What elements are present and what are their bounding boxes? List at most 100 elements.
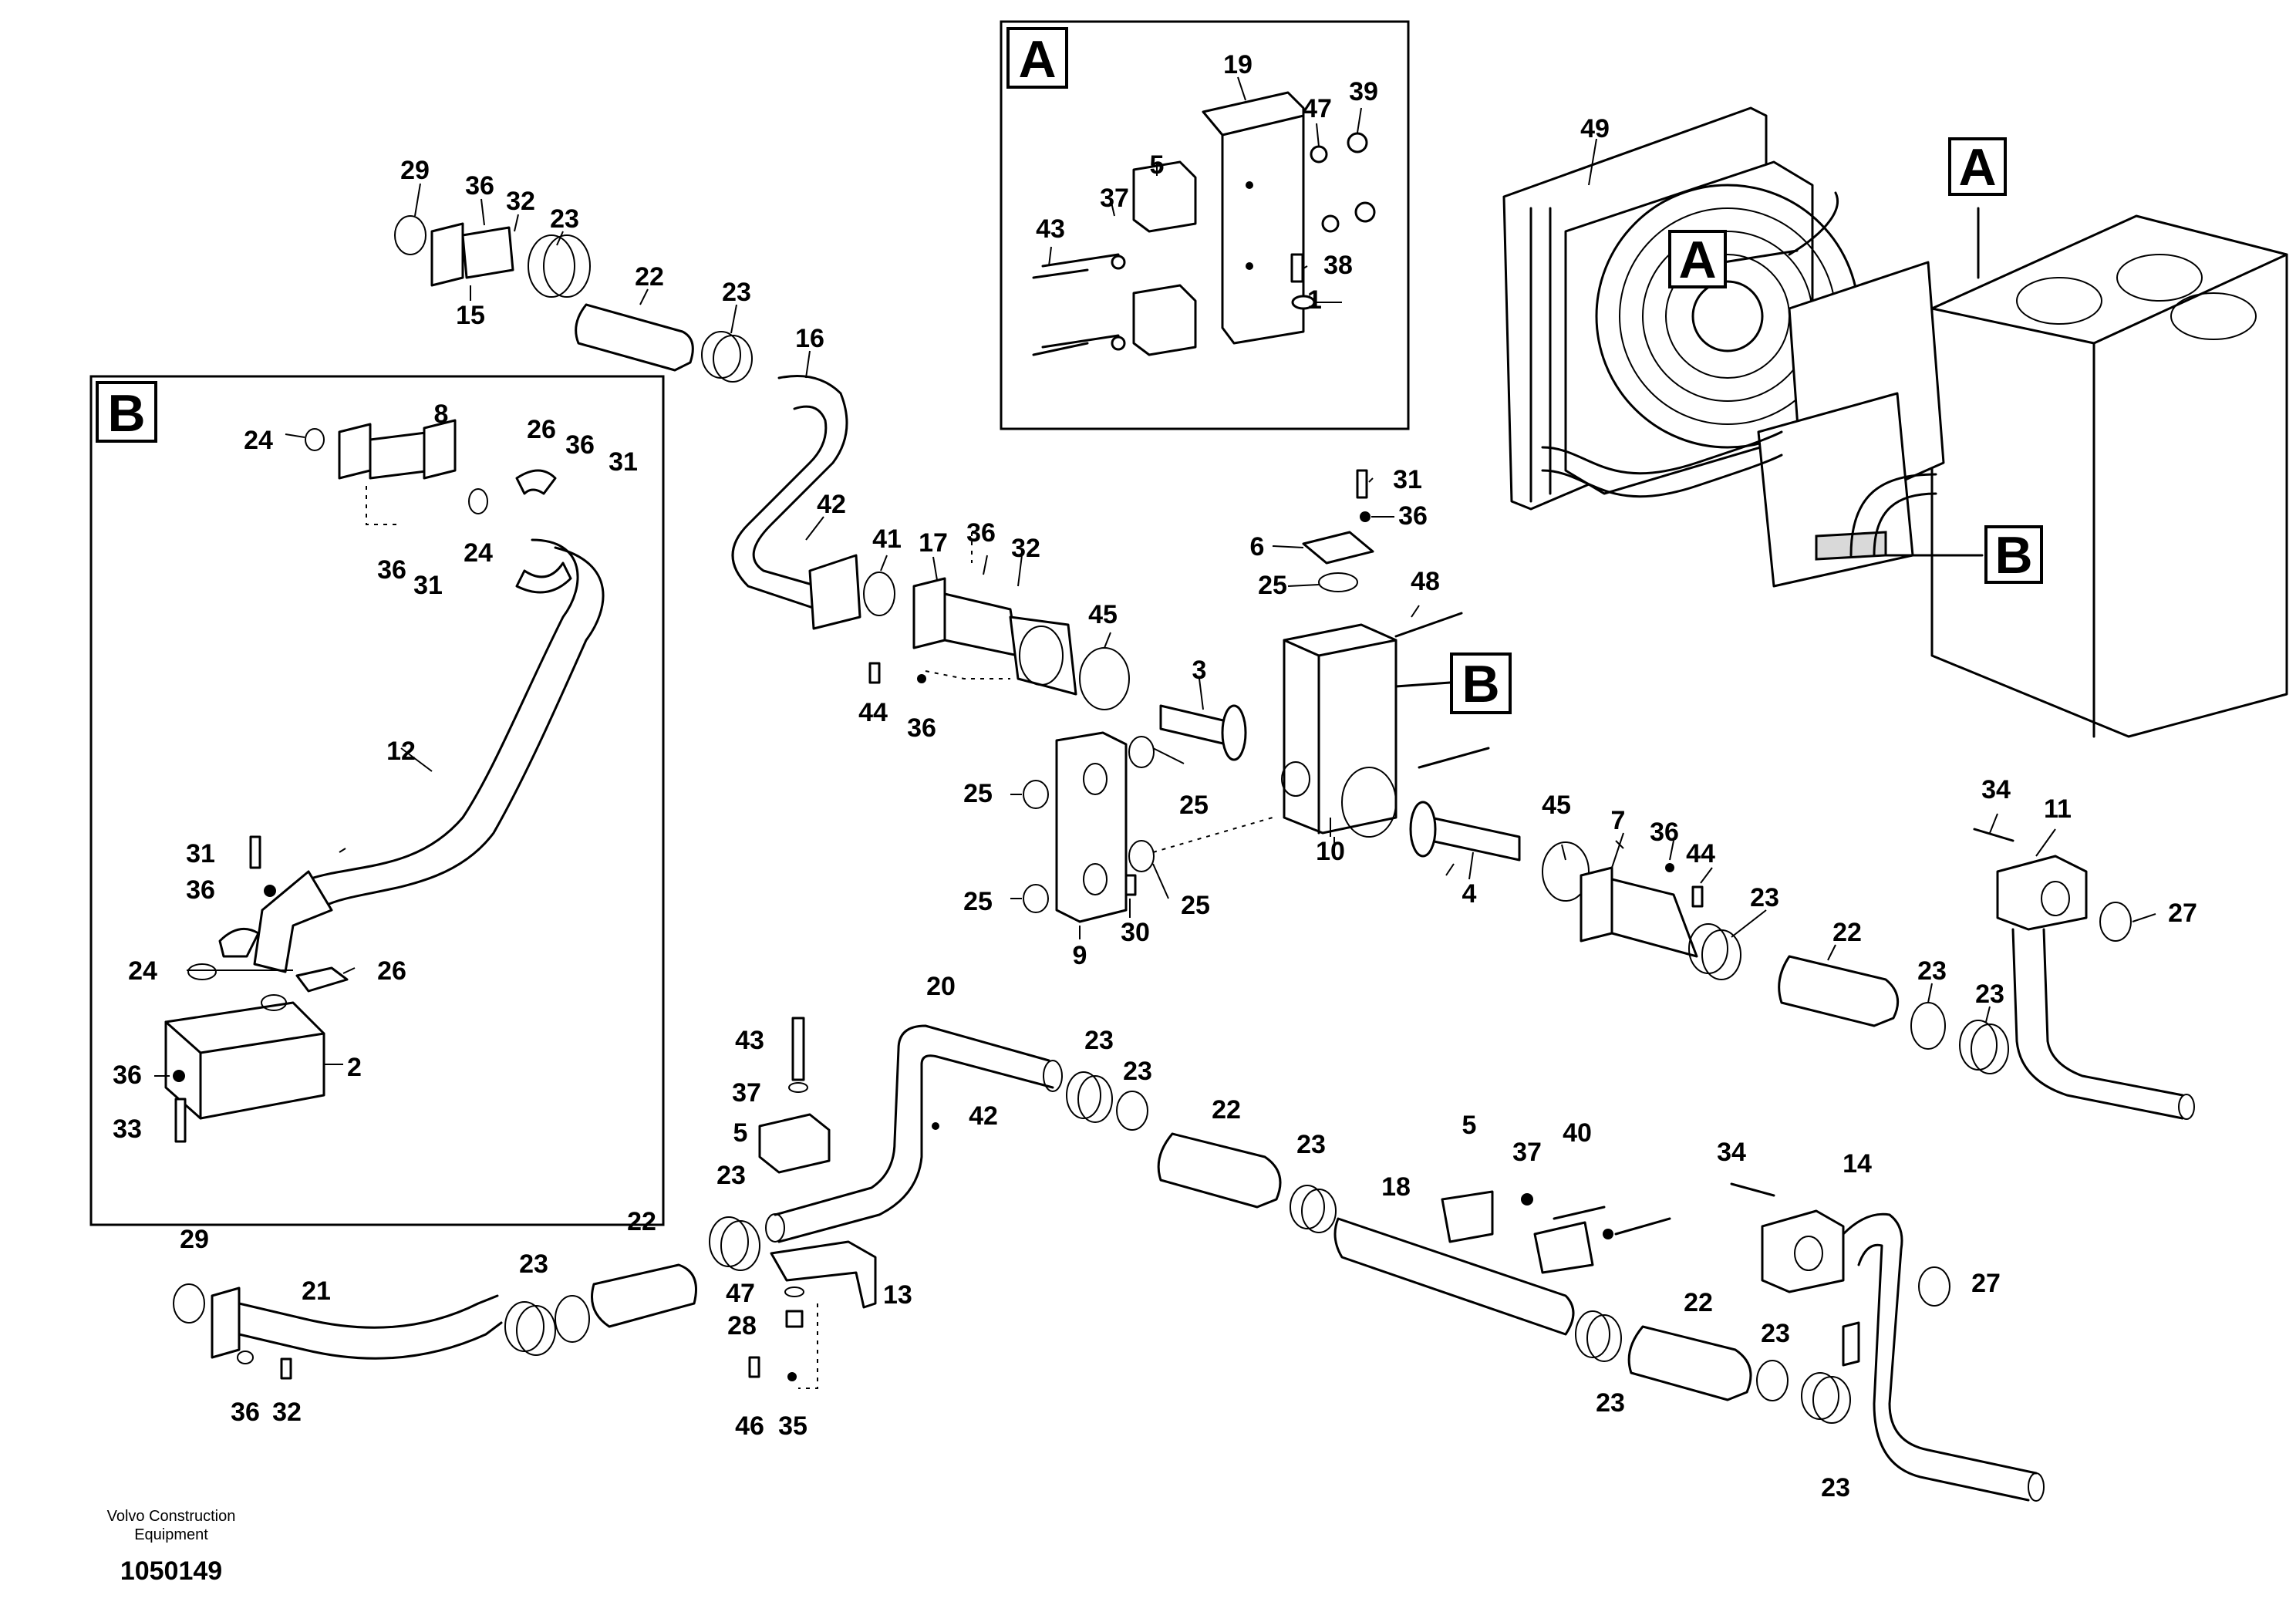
label-13: 13 (883, 1280, 912, 1310)
label-47-detail: 47 (1303, 94, 1332, 123)
label-46: 46 (735, 1411, 764, 1441)
label-25-a: 25 (1258, 571, 1287, 600)
label-4: 4 (1462, 879, 1477, 909)
label-45-left: 45 (1088, 600, 1118, 629)
label-10: 10 (1316, 837, 1345, 866)
label-28: 28 (727, 1311, 757, 1340)
label-37-detail: 37 (1100, 184, 1129, 213)
label-32-low: 32 (272, 1398, 302, 1427)
label-20: 20 (926, 972, 956, 1001)
label-35: 35 (778, 1411, 807, 1441)
label-14: 14 (1843, 1149, 1872, 1179)
label-5-lower: 5 (733, 1118, 748, 1148)
label-22-top: 22 (635, 262, 664, 292)
label-32-top: 32 (506, 187, 535, 216)
label-5-detail: 5 (1150, 150, 1165, 180)
label-31-b-mid: 31 (413, 571, 443, 600)
label-22-lower-left: 22 (627, 1207, 656, 1236)
label-25-b: 25 (963, 779, 993, 808)
label-2: 2 (347, 1053, 362, 1082)
detail-panel-a: A (1000, 20, 1410, 430)
label-43-detail: 43 (1036, 214, 1065, 244)
label-31-cover: 31 (1393, 465, 1422, 494)
label-23-k: 23 (1596, 1388, 1625, 1418)
label-22-lower-mid: 22 (1212, 1095, 1241, 1125)
part-labels: 1 2 3 4 5 5 5 6 7 8 9 10 11 12 13 14 15 … (113, 50, 2197, 1502)
label-23-a: 23 (550, 204, 579, 234)
label-36-top: 36 (465, 171, 494, 201)
machine-callout-a-right: A (1958, 138, 1996, 197)
label-23-l: 23 (1761, 1319, 1790, 1348)
label-12: 12 (386, 737, 416, 766)
detail-a-title: A (1018, 30, 1056, 89)
label-23-m: 23 (1821, 1473, 1850, 1502)
label-30: 30 (1121, 918, 1150, 947)
label-23-d: 23 (1917, 956, 1947, 986)
label-29-top: 29 (400, 156, 430, 185)
label-8: 8 (434, 400, 449, 429)
label-47-lower: 47 (726, 1279, 755, 1308)
machine-assembly: A A B (1502, 106, 2288, 738)
upper-pipe-run: B (394, 215, 2195, 1120)
label-38: 38 (1323, 251, 1353, 280)
label-15: 15 (456, 301, 485, 330)
label-36-b-low: 36 (186, 875, 215, 905)
label-31-b-low: 31 (186, 839, 215, 868)
label-22-lower-right: 22 (1684, 1288, 1713, 1317)
label-25-e: 25 (1181, 891, 1210, 920)
machine-callout-a-left: A (1678, 231, 1716, 289)
label-19: 19 (1223, 50, 1253, 79)
label-36-right: 36 (1650, 818, 1679, 847)
label-23-c: 23 (1750, 883, 1779, 912)
detail-panel-b: B (89, 375, 665, 1226)
footer: Volvo Construction Equipment 1050149 (107, 1508, 236, 1586)
label-23-j: 23 (1296, 1130, 1326, 1159)
label-32-mid: 32 (1011, 534, 1040, 563)
block-callout-b: B (1462, 655, 1499, 713)
label-18: 18 (1381, 1172, 1411, 1202)
lower-pipe-run (173, 1017, 2045, 1502)
label-44-right: 44 (1686, 839, 1715, 868)
label-17: 17 (919, 528, 948, 558)
label-25-d: 25 (963, 887, 993, 916)
label-36-b-mid: 36 (377, 555, 406, 585)
label-1: 1 (1307, 285, 1322, 315)
leader-lines (154, 76, 2156, 1077)
label-27-top: 27 (2168, 899, 2197, 928)
detail-b-title: B (107, 384, 145, 443)
brand-line-2: Equipment (134, 1526, 208, 1543)
label-36-mid: 36 (966, 518, 996, 548)
label-29-low: 29 (180, 1225, 209, 1254)
label-25-c: 25 (1179, 791, 1209, 820)
label-36-low: 36 (231, 1398, 260, 1427)
label-49: 49 (1580, 114, 1610, 143)
label-5-right: 5 (1462, 1111, 1477, 1140)
label-39: 39 (1349, 77, 1378, 106)
label-9: 9 (1073, 941, 1087, 970)
label-37-right: 37 (1512, 1138, 1542, 1167)
label-42-low: 42 (969, 1101, 998, 1131)
label-11: 11 (2044, 794, 2072, 824)
label-36-cover: 36 (1398, 501, 1428, 531)
label-23-i: 23 (1123, 1057, 1152, 1086)
label-24-low: 24 (128, 956, 157, 986)
label-34-low: 34 (1717, 1138, 1746, 1167)
label-45-right: 45 (1542, 791, 1571, 820)
label-40: 40 (1563, 1118, 1592, 1148)
label-24-mid: 24 (464, 538, 493, 568)
label-23-g: 23 (519, 1249, 548, 1279)
machine-callout-b: B (1994, 526, 2032, 585)
label-23-e: 23 (1975, 980, 2004, 1009)
label-3: 3 (1192, 656, 1207, 685)
label-23-b: 23 (722, 278, 751, 307)
label-37-lower: 37 (732, 1078, 761, 1108)
label-7: 7 (1611, 806, 1626, 835)
label-36-b-block: 36 (113, 1061, 142, 1090)
label-24-top: 24 (244, 426, 273, 455)
label-31-b-top: 31 (609, 447, 638, 477)
label-36-b-top: 36 (565, 430, 595, 460)
label-36-lower: 36 (907, 713, 936, 743)
label-16: 16 (795, 324, 824, 353)
label-48: 48 (1411, 567, 1440, 596)
